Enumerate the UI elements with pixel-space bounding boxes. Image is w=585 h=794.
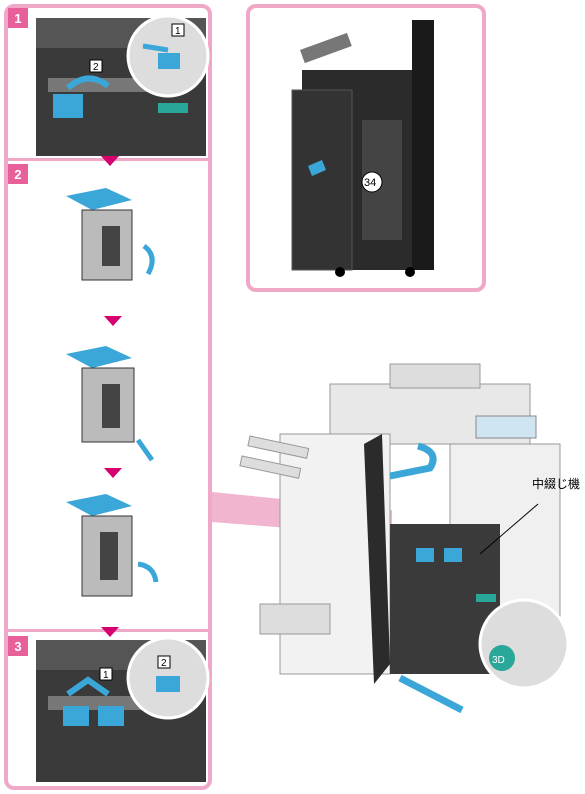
cartridge-c-core <box>100 532 118 580</box>
step1-handle <box>158 103 188 113</box>
step3-callout-2-box <box>157 655 171 669</box>
next-step-arrow-2 <box>101 627 119 637</box>
knob-zoom-circle <box>478 598 570 690</box>
step-2-illustration-c <box>66 494 159 597</box>
finisher-side <box>412 20 434 270</box>
cartridge-a-lid <box>66 188 132 210</box>
step-2-arrow-1 <box>104 316 122 326</box>
part-number-circle <box>361 171 383 193</box>
step1-rotate-arrow <box>65 75 110 91</box>
step3-cartridge-left <box>63 706 89 726</box>
step1-zoom-arrow <box>142 43 169 53</box>
machine-illustration: 3D <box>239 363 570 714</box>
step1-zoom-part <box>158 53 180 69</box>
booklet-tray <box>259 603 331 635</box>
open-door-arrow <box>389 442 437 480</box>
open-front-door <box>364 434 390 684</box>
step1-callout-2-box <box>89 59 103 73</box>
copier-adf <box>389 363 481 389</box>
cartridge-c-arrow <box>137 561 159 583</box>
cartridge-b-arrow <box>135 438 155 462</box>
step3-zoom-part <box>156 676 180 692</box>
step1-callout-2: 2 <box>93 62 99 73</box>
step-2-illustration-a <box>66 188 155 281</box>
step-3-badge: 3 <box>8 636 28 656</box>
pull-out-arrow <box>398 674 464 714</box>
finisher-front-view: 34 <box>291 20 434 277</box>
cartridge-a-arrow <box>142 243 155 276</box>
saddle-stitcher-leader <box>479 503 539 555</box>
cartridge-b-lid <box>66 346 132 368</box>
knob-dial-label: 3D <box>492 655 505 666</box>
step-2-badge: 2 <box>8 164 28 184</box>
step3-callout-1-box <box>99 667 113 681</box>
caster-left <box>335 267 345 277</box>
step-2-arrow-2 <box>104 468 122 478</box>
stitcher-handle <box>476 594 496 602</box>
hand-icon <box>308 160 326 176</box>
step-2-illustration-b <box>66 346 155 462</box>
finisher-door <box>291 89 353 271</box>
step3-push-arrow <box>66 676 110 697</box>
step-1-badge: 1 <box>8 8 28 28</box>
step3-callout-2: 2 <box>161 658 167 669</box>
stitcher-cartridge-2 <box>444 548 462 562</box>
step-1-illustration: 1 2 <box>36 14 210 156</box>
saddle-stitcher-label: 中綴じ機 <box>532 477 581 491</box>
step1-callout-1-box <box>171 23 185 37</box>
cartridge-b-core <box>102 384 120 428</box>
step-3-illustration: 1 2 <box>36 636 210 782</box>
step3-cartridge-right <box>98 706 124 726</box>
output-tray-2 <box>239 455 302 479</box>
control-panel <box>475 415 537 439</box>
cartridge-a-core <box>102 226 120 266</box>
cartridge-c-lid <box>66 494 132 516</box>
caster-right <box>405 267 415 277</box>
next-step-arrow-1 <box>101 156 119 166</box>
finisher-tray <box>300 32 352 64</box>
step1-cartridge <box>53 94 83 118</box>
part-number: 34 <box>364 177 376 189</box>
step1-callout-1: 1 <box>175 26 181 37</box>
stitcher-cartridge-1 <box>416 548 434 562</box>
knob-dial <box>489 645 515 671</box>
step3-callout-1: 1 <box>103 670 109 681</box>
output-tray-1 <box>247 435 310 459</box>
